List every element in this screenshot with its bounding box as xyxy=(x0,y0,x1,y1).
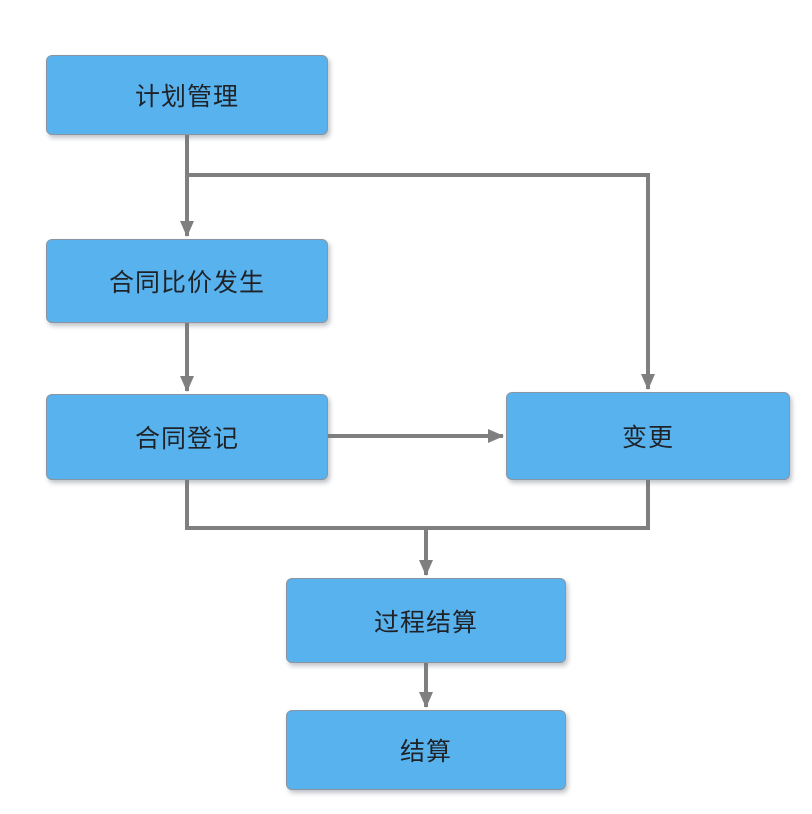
node-price-comparison-label: 合同比价发生 xyxy=(108,268,265,297)
edge-merge-register-change xyxy=(185,480,650,530)
node-settlement-label: 结算 xyxy=(399,737,452,766)
node-plan-management: 计划管理 xyxy=(46,55,328,135)
node-process-settlement-label: 过程结算 xyxy=(373,607,478,637)
node-process-settlement: 过程结算 xyxy=(286,578,566,663)
node-contract-register: 合同登记 xyxy=(46,394,328,480)
node-change-label: 变更 xyxy=(621,423,674,452)
node-settlement: 结算 xyxy=(286,710,566,790)
node-contract-register-label: 合同登记 xyxy=(134,424,239,453)
edge-plan-to-change xyxy=(187,173,655,390)
node-plan-management-label: 计划管理 xyxy=(134,82,239,111)
node-price-comparison: 合同比价发生 xyxy=(46,239,328,323)
node-change: 变更 xyxy=(506,392,790,480)
